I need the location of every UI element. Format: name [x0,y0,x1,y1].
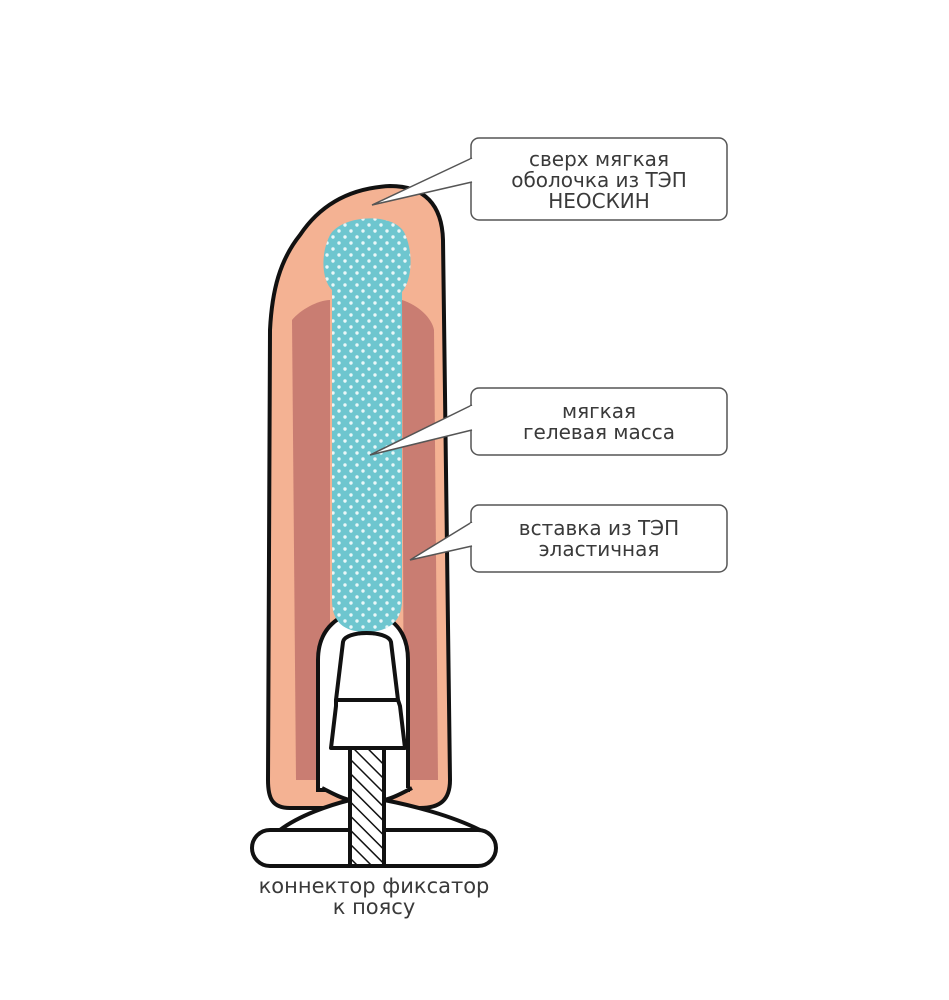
connector-label-line: к поясу [332,895,416,919]
callout-gel-text: мягкая гелевая масса [471,401,727,443]
connector [250,631,498,868]
callout-line: эластичная [538,537,660,561]
gel-core [323,218,411,632]
callout-line: гелевая масса [523,420,675,444]
callout-line: НЕОСКИН [548,189,650,213]
callout-line: сверх мягкая [529,147,669,171]
insert-right-band [402,300,438,780]
connector-label: коннектор фиксатор к поясу [224,876,524,918]
callout-insert-text: вставка из ТЭП эластичная [471,518,727,560]
callout-line: мягкая [562,399,636,423]
callout-shell-text: сверх мягкая оболочка из ТЭП НЕОСКИН [471,149,727,212]
callout-gel [369,387,728,456]
callout-insert [409,504,728,573]
callout-shell [371,137,728,221]
callout-line: вставка из ТЭП [518,516,680,540]
callout-line: оболочка из ТЭП [511,168,687,192]
connector-label-line: коннектор фиксатор [258,874,490,898]
